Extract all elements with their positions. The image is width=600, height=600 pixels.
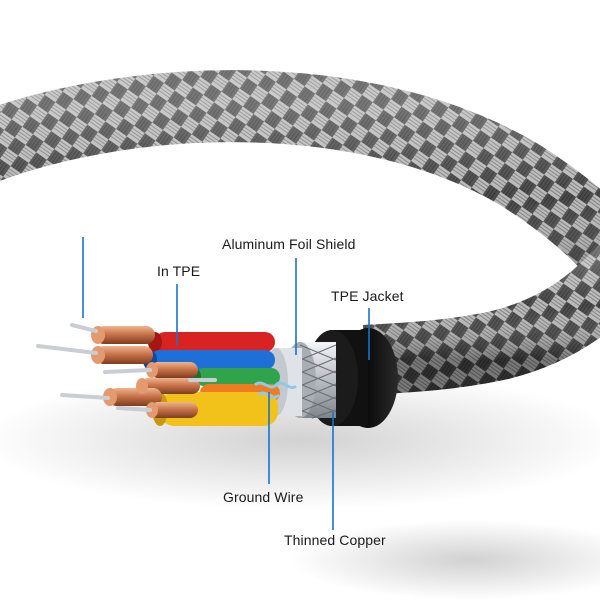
leader-lines [82, 237, 370, 530]
label-thinned-copper: Thinned Copper [284, 532, 386, 548]
label-ground-wire: Ground Wire [223, 489, 304, 505]
label-aluminum-foil-shield: Aluminum Foil Shield [222, 236, 356, 252]
label-tpe-jacket: TPE Jacket [331, 288, 404, 304]
braided-cable-loop [0, 70, 600, 395]
label-in-tpe: In TPE [157, 263, 201, 279]
inner-wires [36, 323, 298, 426]
